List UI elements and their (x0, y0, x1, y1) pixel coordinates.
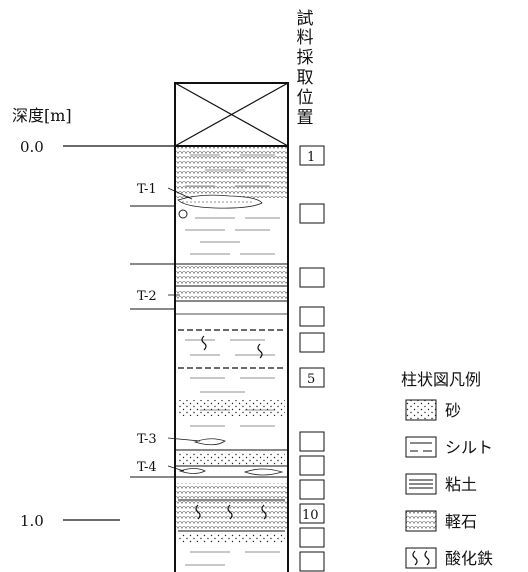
legend-label: シルト (445, 438, 493, 457)
tube-label-t4: T-4 (137, 460, 157, 475)
header-char: 位 (297, 88, 314, 108)
sample-box (299, 431, 325, 452)
sample-box (299, 332, 325, 353)
clay-swatch (405, 473, 437, 495)
header-char: 置 (297, 108, 314, 128)
sample-box (299, 306, 325, 327)
tube-labels: T-1 T-2 T-3 T-4 (137, 182, 201, 475)
sample-box (299, 367, 325, 388)
legend-title: 柱状図凡例 (401, 370, 481, 389)
legend-label: 粘土 (445, 475, 477, 494)
header-char: 料 (297, 28, 314, 48)
tube-label-t2: T-2 (137, 289, 157, 304)
tube-label-t3: T-3 (137, 432, 157, 447)
pumice-swatch (405, 510, 437, 532)
sample-box (299, 203, 325, 224)
sample-boxes (299, 145, 325, 572)
sample-box (299, 503, 325, 524)
sand-swatch (405, 399, 437, 421)
depth-label-1: 1.0 (20, 512, 44, 530)
sample-position-header: 試 料 採 取 位 置 (297, 9, 314, 128)
header-char: 採 (297, 48, 314, 68)
depth-label-0: 0.0 (20, 138, 44, 156)
sample-number-1: 1 (307, 150, 315, 165)
column-layers (130, 146, 288, 566)
sample-box (299, 551, 325, 572)
legend-label: 砂 (445, 401, 461, 420)
header-char: 試 (297, 9, 314, 29)
sample-box (299, 527, 325, 548)
header-char: 取 (297, 68, 314, 88)
silt-swatch (405, 436, 437, 458)
depth-axis-title: 深度[m] (12, 106, 72, 125)
sample-number-10: 10 (302, 508, 319, 523)
sample-box (299, 145, 325, 166)
boundary-ticks (130, 205, 175, 478)
iron-oxide-swatch (405, 547, 437, 569)
sample-box (299, 455, 325, 476)
legend-label: 軽石 (445, 512, 477, 531)
sample-box (299, 479, 325, 500)
legend-label: 酸化鉄 (445, 549, 493, 568)
column-outline (174, 82, 289, 572)
legend: 柱状図凡例 砂 シルト 粘土 軽石 酸化鉄 (401, 370, 493, 569)
sample-box (299, 267, 325, 288)
sample-number-5: 5 (307, 372, 315, 387)
tube-label-t1: T-1 (137, 182, 157, 197)
